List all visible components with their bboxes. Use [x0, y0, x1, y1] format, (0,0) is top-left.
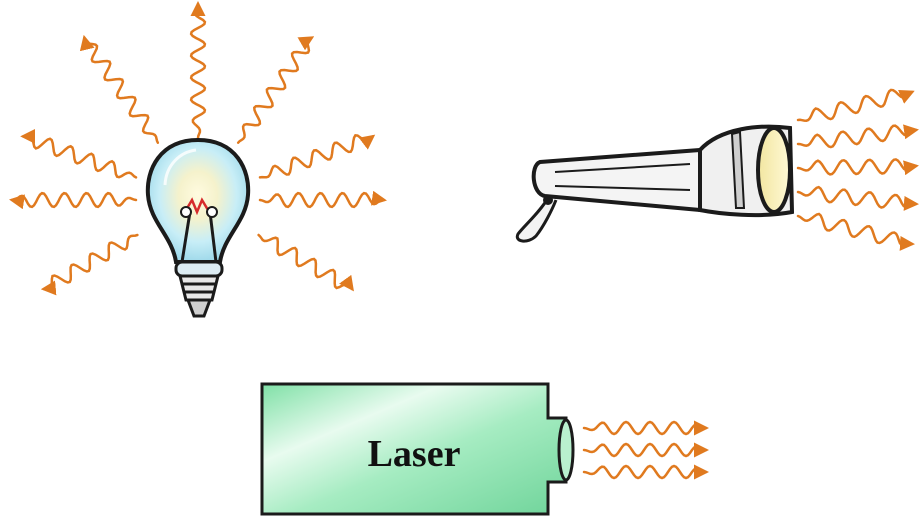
light-bulb-icon — [148, 140, 248, 316]
flashlight-ray — [798, 126, 916, 147]
flashlight-ray — [798, 187, 916, 207]
laser-ray — [584, 422, 706, 434]
bulb-ray — [23, 136, 136, 177]
flashlight-ray — [798, 214, 912, 246]
bulb-ray — [260, 193, 384, 207]
bulb-ray — [84, 38, 157, 143]
flashlight-ray — [798, 90, 912, 121]
bulb-ray — [260, 135, 373, 177]
bulb-ray — [12, 193, 136, 207]
laser-beam-rays — [584, 422, 706, 478]
laser-device-icon: Laser — [262, 384, 573, 514]
laser-ray — [584, 444, 706, 456]
bulb-ray — [44, 235, 138, 289]
flashlight-ray — [798, 159, 916, 174]
laser-ray — [584, 466, 706, 478]
flashlight-icon — [517, 127, 792, 241]
flashlight-light-rays — [798, 90, 916, 246]
bulb-ray — [191, 4, 205, 138]
bulb-ray — [238, 38, 311, 143]
bulb-ray — [259, 235, 353, 289]
laser-label: Laser — [368, 433, 461, 475]
